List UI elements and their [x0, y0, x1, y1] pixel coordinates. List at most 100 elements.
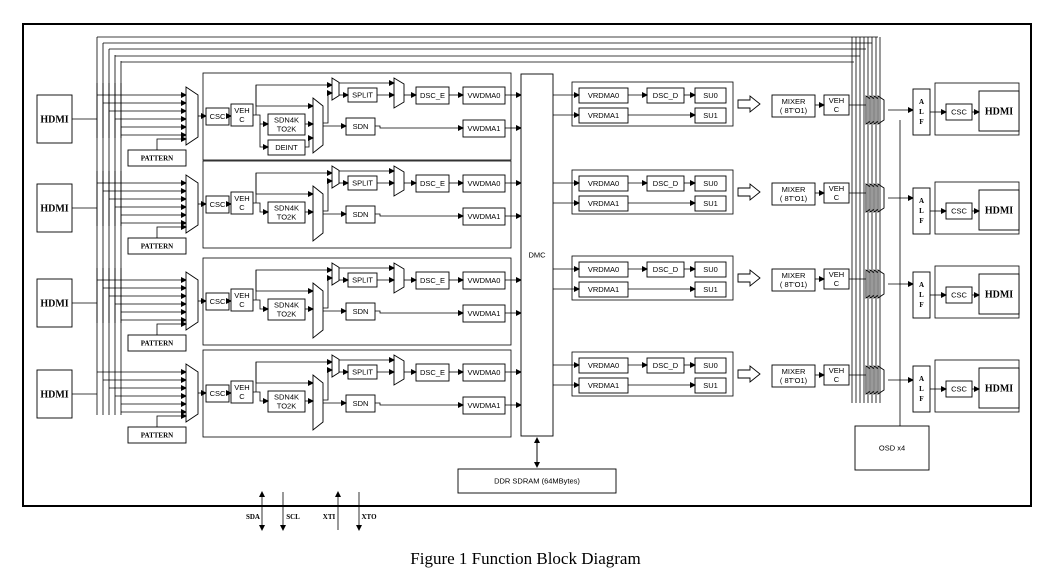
- su0-block: SU0: [694, 261, 727, 278]
- mixer-block-text: ( 8T'O1): [780, 280, 808, 289]
- connector-line: [305, 135, 314, 148]
- sdn-block: SDN: [345, 205, 376, 224]
- alf-letter: F: [919, 301, 923, 309]
- su0-block: SU0: [694, 87, 727, 104]
- mixer-block-text: MIXER: [782, 367, 806, 376]
- su0-block-text: SU0: [703, 179, 718, 188]
- vehc-out-block-text: VEH: [829, 96, 844, 105]
- vehc-block-text: VEH: [234, 194, 249, 203]
- vrdma1-block: VRDMA1: [578, 195, 629, 212]
- sdn4k-block-text: TO2K: [277, 402, 296, 411]
- vwdma1-block: VWDMA1: [462, 207, 506, 226]
- connector-line: [323, 90, 333, 124]
- connector-line: [156, 413, 187, 427]
- csc-block-text: CSC: [210, 297, 226, 306]
- mixer-block-text: ( 8T'O1): [780, 194, 808, 203]
- sdn-block-text: SDN: [353, 122, 369, 131]
- vwdma1-block: VWDMA1: [462, 304, 506, 323]
- vehc-out-block-text: C: [834, 375, 840, 384]
- csc-block: CSC: [205, 107, 230, 126]
- input-mux: [185, 174, 199, 234]
- vehc-block-text: VEH: [234, 106, 249, 115]
- connector-line: [156, 321, 187, 335]
- alf-letter: L: [919, 207, 924, 215]
- vwdma0-block-text: VWDMA0: [468, 368, 501, 377]
- vrdma1-block-text: VRDMA1: [588, 111, 619, 120]
- pattern-generator-text: PATTERN: [141, 339, 173, 347]
- su0-block-text: SU0: [703, 265, 718, 274]
- vehc-out-block-text: C: [834, 193, 840, 202]
- mixer-block-rect: [771, 364, 816, 388]
- hdmi-input: HDMI: [36, 94, 73, 144]
- dsc-d-block-text: DSC_D: [653, 179, 679, 188]
- su1-block: SU1: [694, 195, 727, 212]
- vehc-out-block-text: C: [834, 105, 840, 114]
- pin-label: XTO: [361, 513, 377, 521]
- hdmi-output: HDMI: [978, 273, 1020, 315]
- su1-block: SU1: [694, 107, 727, 124]
- input-bus: [97, 36, 878, 63]
- pattern-generator: PATTERN: [127, 237, 187, 255]
- input-mux: [185, 271, 199, 331]
- sdn-block: SDN: [345, 117, 376, 136]
- vwdma1-block: VWDMA1: [462, 396, 506, 415]
- mixer-block-text: MIXER: [782, 97, 806, 106]
- vrdma0-block-text: VRDMA0: [588, 179, 619, 188]
- mixer-block-rect: [771, 182, 816, 206]
- pin-xti: XTI: [323, 491, 341, 530]
- mixer-block-text: MIXER: [782, 185, 806, 194]
- mixer-block-text: ( 8T'O1): [780, 376, 808, 385]
- pin-label: SDA: [246, 513, 260, 521]
- sdn4k-block-text: SDN4K: [274, 393, 299, 402]
- mixer-block-rect: [771, 268, 816, 292]
- su1-block: SU1: [694, 377, 727, 394]
- vwdma0-block-text: VWDMA0: [468, 179, 501, 188]
- vehc-block-text: VEH: [234, 383, 249, 392]
- scaler-mux: [312, 282, 324, 339]
- vehc-block-text: C: [239, 300, 245, 309]
- dsc-e-block: DSC_E: [415, 271, 450, 290]
- csc-out-block-text: CSC: [951, 108, 967, 117]
- dsc-d-block-text: DSC_D: [653, 91, 679, 100]
- su1-block-text: SU1: [703, 111, 718, 120]
- su0-block-text: SU0: [703, 91, 718, 100]
- split-block: SPLIT: [347, 364, 378, 380]
- vehc-out-block-text: VEH: [829, 366, 844, 375]
- connector-line: [255, 85, 314, 109]
- vehc-block-text: C: [239, 115, 245, 124]
- hdmi-output-text: HDMI: [985, 206, 1013, 217]
- encoder-mux: [393, 262, 405, 294]
- pattern-generator-text: PATTERN: [141, 242, 173, 250]
- connector-line: [253, 299, 269, 312]
- vwdma0-block: VWDMA0: [462, 271, 506, 290]
- pattern-generator: PATTERN: [127, 149, 187, 167]
- hdmi-output-rect: [978, 90, 1020, 132]
- alf-letter: A: [919, 98, 924, 106]
- hdmi-output-text: HDMI: [985, 107, 1013, 118]
- sdn-block-text: SDN: [353, 307, 369, 316]
- vwdma1-block-text: VWDMA1: [468, 309, 501, 318]
- csc-block: CSC: [205, 292, 230, 311]
- split-block: SPLIT: [347, 87, 378, 103]
- alf-block: ALF: [912, 365, 931, 413]
- alf-block: ALF: [912, 88, 931, 136]
- vrdma1-block-text: VRDMA1: [588, 381, 619, 390]
- connector-line: [323, 367, 333, 401]
- mixer-block: MIXER( 8T'O1): [771, 364, 816, 388]
- pattern-generator-text: PATTERN: [141, 154, 173, 162]
- vrdma0-block: VRDMA0: [578, 87, 629, 104]
- scaler-mux: [312, 97, 324, 154]
- input-mux: [185, 363, 199, 423]
- crossbar-mux: [877, 269, 885, 299]
- csc-out-block: CSC: [945, 380, 973, 398]
